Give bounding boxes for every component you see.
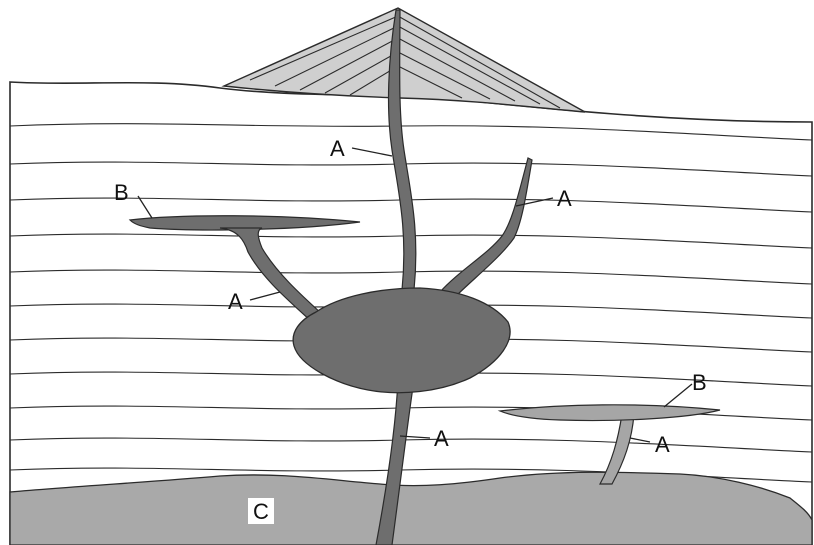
label-dike-right: A — [557, 186, 572, 211]
label-basement: C — [253, 499, 269, 524]
label-dike-small: A — [655, 432, 670, 457]
label-dike-lower: A — [434, 426, 449, 451]
label-dike-top: A — [330, 136, 345, 161]
label-dike-left: A — [228, 289, 243, 314]
label-sill-lower: B — [692, 370, 707, 395]
label-sill-upper: B — [114, 180, 129, 205]
